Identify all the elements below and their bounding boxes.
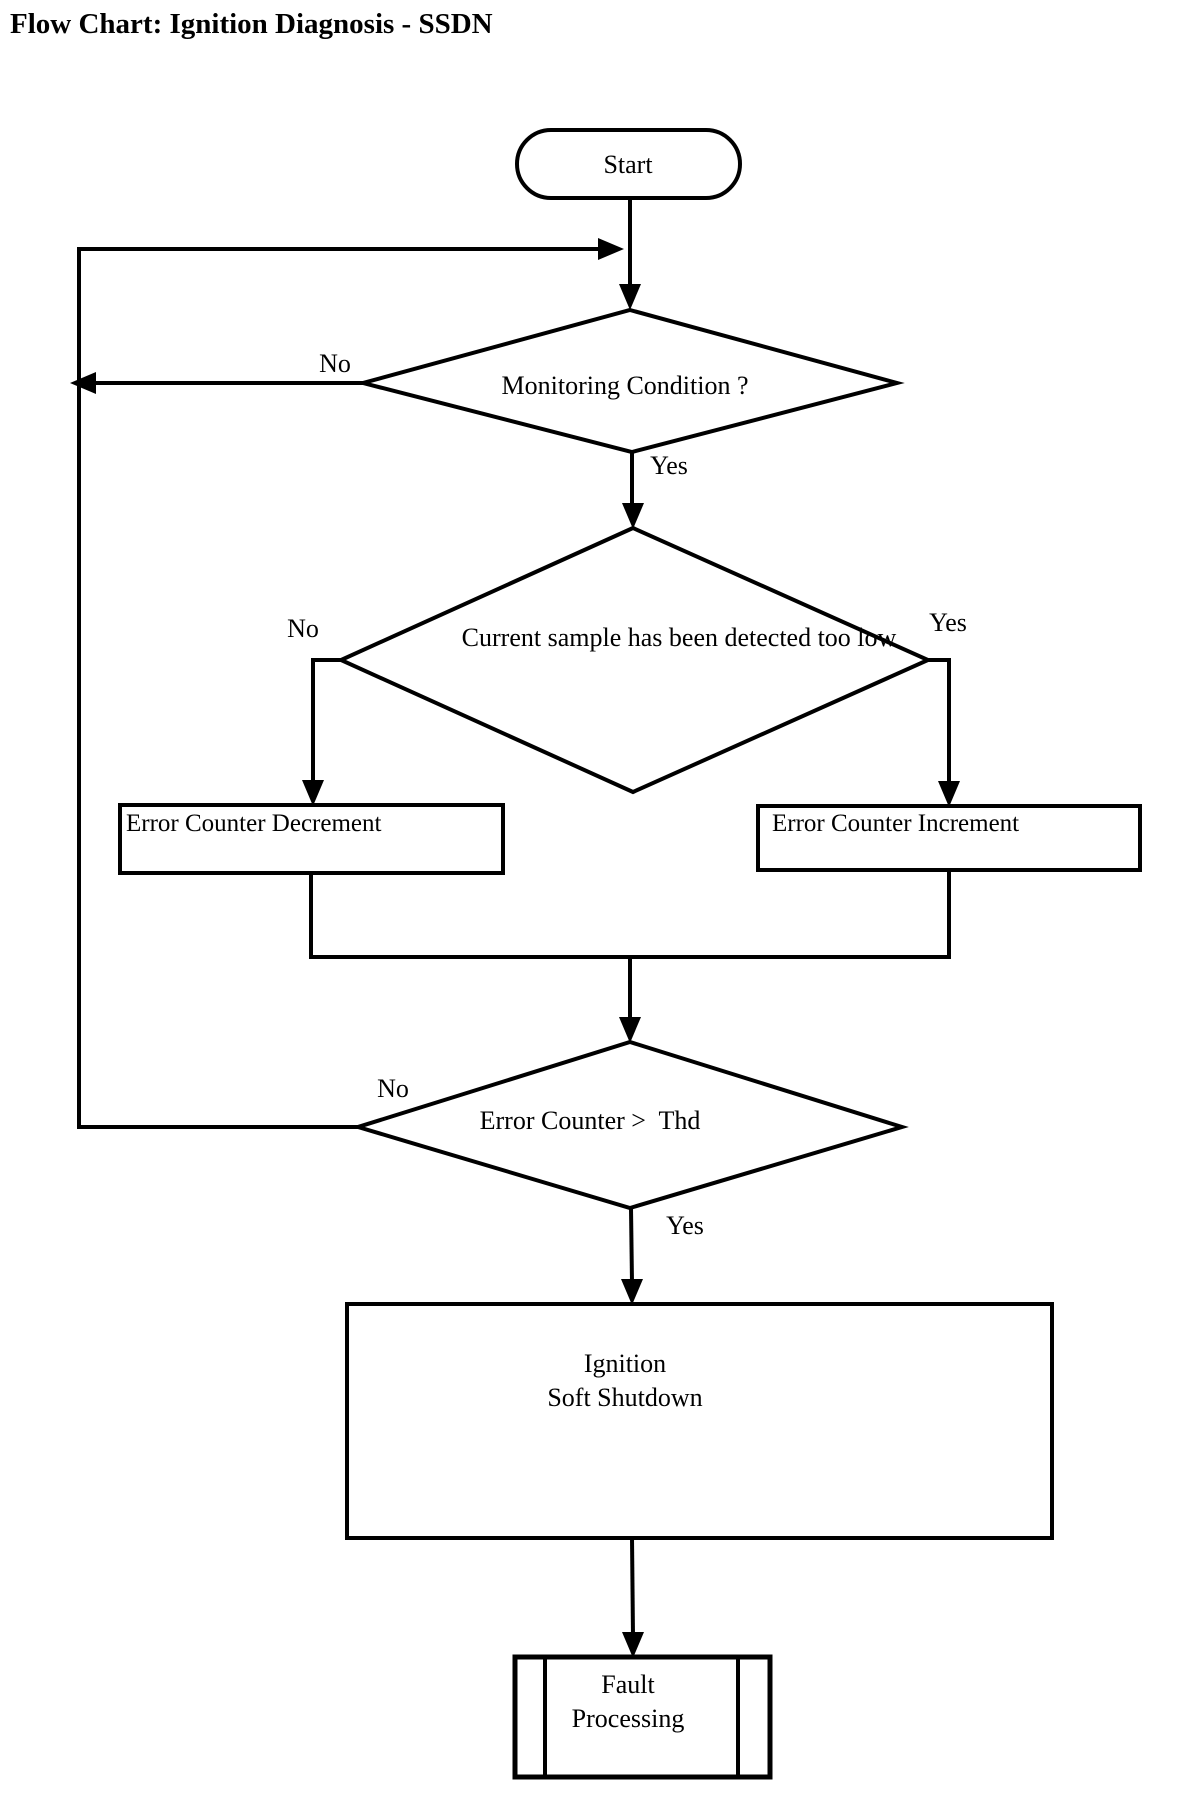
current-sample-label: Current sample has been detected too low [462, 623, 897, 652]
fault-processing-label-line2: Processing [572, 1704, 685, 1733]
edge-current-no [311, 658, 341, 784]
page-title: Flow Chart: Ignition Diagnosis - SSDN [10, 8, 493, 40]
error-counter-increment-label: Error Counter Increment [772, 810, 1019, 837]
current-sample-no-label: No [287, 614, 319, 643]
start-node-label: Start [603, 150, 653, 179]
ignition-soft-shutdown-label-line1: Ignition [584, 1349, 666, 1378]
arrowhead-into-monitoring [619, 284, 641, 310]
edge-shutdown-to-fault [630, 1537, 635, 1637]
arrowhead-into-increment [938, 781, 960, 807]
threshold-yes-label: Yes [666, 1211, 704, 1240]
error-counter-threshold-node: Error Counter > Thd [351, 1039, 909, 1211]
arrowhead-into-threshold [619, 1017, 641, 1043]
current-sample-node: Current sample has been detected too low [336, 525, 933, 795]
threshold-no-label: No [377, 1074, 409, 1103]
ignition-soft-shutdown-node: Ignition Soft Shutdown [345, 1302, 1054, 1540]
monitoring-condition-label: Monitoring Condition ? [502, 371, 749, 400]
monitoring-no-label: No [319, 349, 351, 378]
fault-processing-label-line1: Fault [601, 1670, 655, 1699]
fault-processing-shape [512, 1654, 773, 1780]
monitoring-condition-shape [355, 307, 905, 455]
monitoring-condition-node: Monitoring Condition ? [355, 307, 905, 455]
start-node: Start [515, 128, 742, 200]
error-counter-threshold-label: Error Counter > Thd [480, 1106, 701, 1135]
fault-processing-node: Fault Processing [512, 1654, 773, 1780]
error-counter-decrement-node: Error Counter Decrement [118, 803, 505, 875]
error-counter-increment-node: Error Counter Increment [756, 804, 1142, 872]
error-counter-threshold-shape [351, 1039, 909, 1211]
ignition-soft-shutdown-shape [345, 1302, 1054, 1540]
connector-lines [77, 198, 951, 1637]
edge-threshold-yes [629, 1207, 634, 1284]
arrowhead-into-shutdown [621, 1279, 643, 1305]
arrowhead-into-current-sample [622, 503, 644, 529]
start-node-shape [515, 128, 742, 200]
arrowheads [70, 238, 960, 1658]
current-sample-yes-label: Yes [929, 608, 967, 637]
arrowhead-into-decrement [302, 780, 324, 806]
error-counter-decrement-shape [118, 803, 505, 875]
edge-current-yes [928, 658, 951, 785]
arrowhead-into-fault [622, 1632, 644, 1658]
current-sample-shape [336, 525, 933, 795]
monitoring-yes-label: Yes [650, 451, 688, 480]
error-counter-decrement-label: Error Counter Decrement [126, 810, 381, 837]
arrowhead-loop-into-main [598, 238, 624, 260]
error-counter-increment-shape [756, 804, 1142, 872]
ignition-soft-shutdown-label-line2: Soft Shutdown [547, 1383, 702, 1412]
arrowhead-monitoring-no [70, 372, 96, 394]
